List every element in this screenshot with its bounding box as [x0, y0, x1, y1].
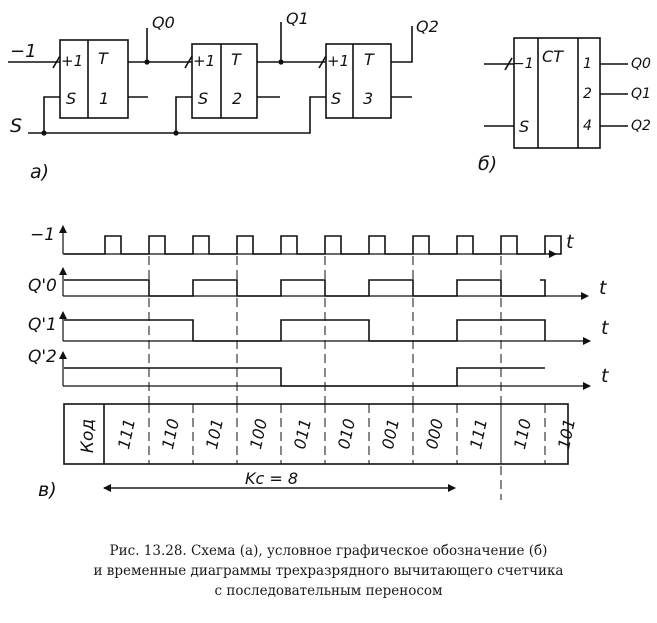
symbol-type: CT	[542, 47, 564, 66]
code-value: 101	[202, 417, 227, 451]
counter-schematic: −1 +1 T S 1 +1 T S 2 +1 T S	[8, 9, 439, 183]
clock-waveform	[64, 235, 562, 255]
trigger-2: +1 T S 2	[191, 43, 258, 119]
trigger-2-num: 2	[232, 89, 242, 108]
code-value: 000	[422, 417, 447, 451]
q0-label: Q0	[152, 13, 175, 32]
q2-waveform	[64, 367, 545, 387]
caption-line-3: с последовательным переносом	[214, 583, 443, 599]
code-band	[63, 403, 569, 465]
transition-guides	[148, 256, 502, 500]
t-label-2: t	[599, 277, 608, 299]
symbol-weight-4: 4	[583, 118, 592, 134]
code-value: 101	[554, 417, 579, 451]
symbol-out-q1: Q1	[631, 86, 651, 102]
row-label-q0: Q'0	[28, 276, 57, 296]
t-label-1: t	[566, 231, 575, 253]
symbol-body	[513, 37, 601, 149]
trigger-1: +1 T S 1	[59, 39, 129, 119]
set-bus-label: S	[10, 115, 22, 137]
trigger-2-inc: +1	[193, 52, 215, 70]
q2-output-line	[391, 26, 413, 63]
timing-diagram: −1 Q'0 Q'1 Q'2 t t t t Код 111 110 101 100 0…	[28, 225, 610, 501]
trigger-1-type: T	[98, 49, 109, 68]
trigger-3-num: 3	[363, 89, 373, 108]
caption-line-1: Рис. 13.28. Схема (а), условное графичес…	[109, 543, 548, 559]
input-label: −1	[10, 41, 37, 62]
code-value: 110	[510, 417, 535, 451]
trigger-2-type: T	[231, 50, 242, 69]
part-a-label: а)	[30, 161, 49, 183]
row-label-clock: −1	[30, 225, 55, 245]
q1-waveform	[64, 319, 546, 342]
counter-symbol: −1 S CT 1 2 4 Q0 Q1 Q2 б)	[478, 37, 651, 175]
symbol-out-q0: Q0	[631, 56, 651, 72]
symbol-out-q2: Q2	[631, 118, 651, 134]
trigger-3-set: S	[331, 89, 341, 108]
part-b-label: б)	[478, 153, 497, 175]
code-value: 111	[114, 417, 139, 451]
trigger-1-set: S	[66, 89, 76, 108]
symbol-set: S	[519, 117, 529, 136]
trigger-3: +1 T S 3	[325, 43, 392, 119]
symbol-weight-2: 2	[583, 86, 592, 102]
trigger-2-set: S	[198, 89, 208, 108]
dynamic-input-mark	[52, 55, 61, 69]
caption-line-2: и временные диаграммы трехразрядного выч…	[93, 563, 564, 579]
t-label-3: t	[601, 317, 610, 339]
part-c-label: в)	[38, 479, 57, 501]
symbol-weight-1: 1	[583, 56, 592, 72]
q1-label: Q1	[286, 9, 309, 28]
trigger-1-inc: +1	[61, 52, 83, 70]
code-value: 001	[378, 417, 403, 451]
code-value: 111	[466, 417, 491, 451]
code-label: Код	[78, 419, 98, 453]
kc-label: Kc = 8	[245, 469, 298, 488]
trigger-1-num: 1	[99, 89, 109, 108]
trigger-3-type: T	[364, 50, 375, 69]
t-label-4: t	[601, 365, 610, 387]
set-bus	[28, 96, 326, 134]
symbol-dec: −1	[513, 56, 534, 72]
code-value: 110	[158, 417, 183, 451]
trigger-3-inc: +1	[327, 52, 349, 70]
q2-label: Q2	[416, 17, 439, 36]
code-value: 010	[334, 417, 359, 451]
row-label-q1: Q'1	[28, 315, 57, 335]
code-value: 100	[246, 417, 271, 451]
q0-waveform	[64, 279, 546, 297]
code-values: 111 110 101 100 011 010 001 000 111 110 101	[114, 404, 579, 464]
code-value: 011	[290, 417, 315, 451]
row-label-q2: Q'2	[28, 347, 57, 367]
